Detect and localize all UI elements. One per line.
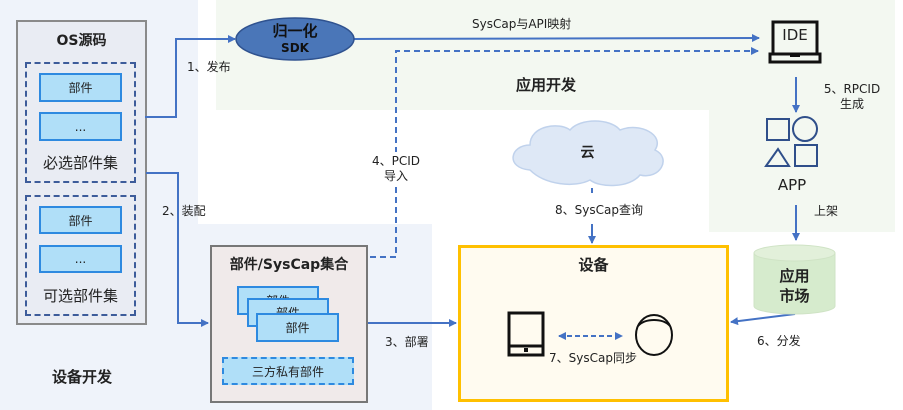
component: 部件 bbox=[39, 73, 122, 102]
step-syscap-query: 8、SysCap查询 bbox=[555, 203, 643, 217]
ide-label: IDE bbox=[782, 26, 808, 44]
os-source-title: OS源码 bbox=[56, 33, 107, 49]
step-deploy: 3、部署 bbox=[385, 335, 429, 349]
shelf-label: 上架 bbox=[814, 204, 839, 218]
component-set-title: 部件/SysCap集合 bbox=[229, 257, 349, 273]
market-label: 应用市场 bbox=[754, 266, 835, 306]
sdk-subtitle: SDK bbox=[281, 41, 309, 55]
device-box bbox=[458, 245, 729, 402]
optional-set bbox=[25, 195, 136, 316]
os-source-box bbox=[16, 20, 147, 325]
market-cylinder bbox=[753, 244, 836, 315]
speaker-icon bbox=[635, 314, 673, 356]
component-more: ... bbox=[39, 112, 122, 141]
step-pcid-2: 导入 bbox=[366, 167, 426, 184]
required-set bbox=[25, 62, 136, 183]
tablet-icon bbox=[507, 311, 545, 357]
component-card: 部件 bbox=[256, 313, 339, 342]
market-line1: 应用 bbox=[779, 267, 810, 285]
market-line2: 市场 bbox=[779, 287, 810, 305]
arrow-pcid-import bbox=[370, 47, 759, 258]
arrow-assemble bbox=[146, 172, 209, 327]
syscap-api-mapping-label: SysCap与API映射 bbox=[472, 17, 572, 31]
arrow-distribute bbox=[730, 313, 796, 326]
component: 部件 bbox=[39, 206, 122, 234]
step-distribute: 6、分发 bbox=[757, 334, 801, 348]
step-publish: 1、发布 bbox=[187, 60, 231, 74]
cloud-label: 云 bbox=[580, 145, 595, 161]
component-more: ... bbox=[39, 245, 122, 273]
step-rpcid: 5、RPCID bbox=[823, 82, 881, 96]
sdk-ellipse bbox=[235, 17, 355, 61]
sdk-title: 归一化 bbox=[272, 22, 318, 40]
step-rpcid-2: 生成 bbox=[839, 97, 864, 111]
app-icon bbox=[764, 116, 818, 167]
step-syscap-sync: 7、SysCap同步 bbox=[549, 351, 637, 365]
device-dev-label: 设备开发 bbox=[52, 368, 113, 386]
step-pcid: 4、PCID bbox=[366, 152, 426, 169]
cloud-shape bbox=[512, 120, 664, 187]
step-assemble: 2、装配 bbox=[162, 204, 206, 218]
device-title: 设备 bbox=[578, 256, 609, 274]
third-party-component: 三方私有部件 bbox=[222, 357, 354, 385]
app-label: APP bbox=[777, 176, 807, 194]
app-dev-label: 应用开发 bbox=[516, 76, 577, 94]
optional-set-label: 可选部件集 bbox=[42, 287, 118, 305]
app-dev-region-ext bbox=[709, 110, 895, 232]
required-set-label: 必选部件集 bbox=[42, 154, 118, 172]
arrow-syscap-api-mapping bbox=[353, 34, 760, 43]
arrow-publish bbox=[145, 35, 236, 118]
